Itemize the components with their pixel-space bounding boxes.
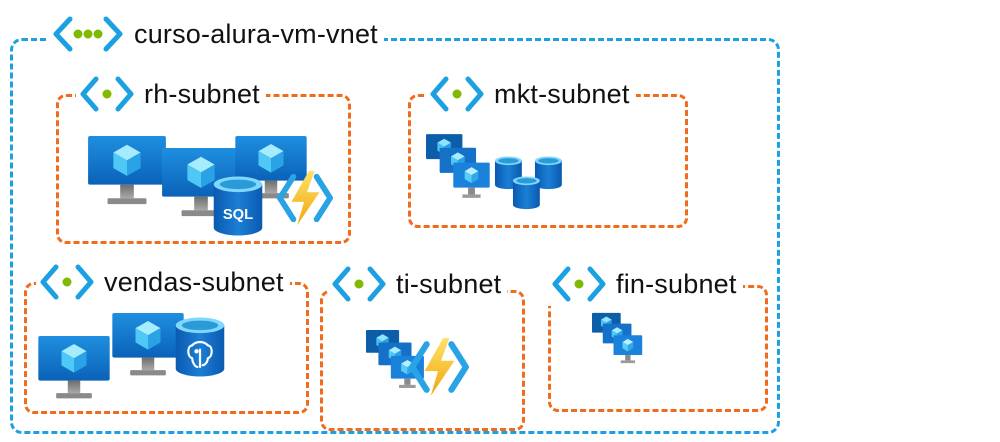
virtual-network-icon [52, 14, 124, 54]
sql-database-icon: SQL [212, 174, 264, 238]
subnet-icon [80, 74, 134, 114]
subnet-mkt-header: mkt-subnet [426, 72, 636, 116]
subnet-rh-label: rh-subnet [144, 78, 260, 109]
subnet-icon [430, 74, 484, 114]
subnet-icon [40, 262, 94, 302]
subnet-rh-header: rh-subnet [76, 72, 266, 116]
sql-text: SQL [223, 207, 253, 223]
subnet-icon [332, 264, 386, 304]
subnet-fin-label: fin-subnet [616, 268, 737, 299]
function-app-icon [408, 336, 470, 398]
subnet-ti-header: ti-subnet [328, 262, 508, 306]
subnet-vendas-header: vendas-subnet [36, 260, 290, 304]
subnet-mkt-label: mkt-subnet [494, 78, 630, 109]
vm-scale-set-icon [426, 134, 492, 198]
subnet-ti-label: ti-subnet [396, 268, 502, 299]
vm-scale-set-icon [592, 312, 644, 364]
virtual-machine-icon [38, 336, 110, 402]
sql-elastic-pool-icon [494, 154, 564, 212]
virtual-machine-icon [88, 136, 166, 208]
vnet-label: curso-alura-vm-vnet [134, 18, 378, 49]
postgresql-database-icon [174, 314, 226, 380]
subnet-vendas-label: vendas-subnet [104, 266, 284, 297]
function-app-icon [276, 168, 334, 228]
subnet-fin-header: fin-subnet [548, 262, 743, 306]
subnet-icon [552, 264, 606, 304]
vnet-header: curso-alura-vm-vnet [48, 12, 384, 56]
vnet-boundary [10, 38, 780, 434]
